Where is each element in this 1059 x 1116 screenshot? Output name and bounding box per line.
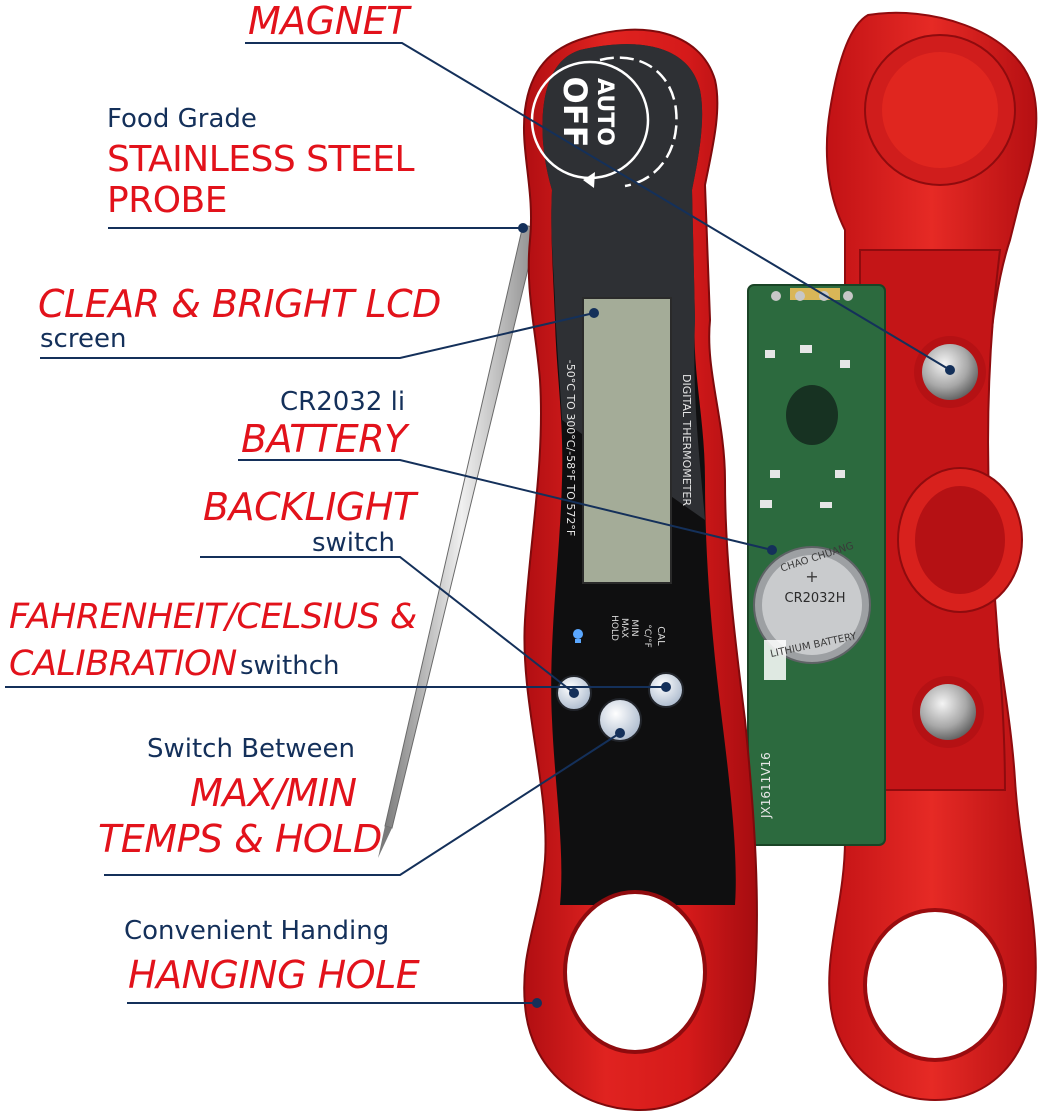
battery-label: BATTERY: [241, 417, 407, 461]
btn-label-min: MIN: [629, 619, 639, 636]
max-label-2: TEMPS & HOLD: [98, 817, 382, 861]
fc-label-2: CALIBRATION: [9, 644, 237, 684]
thermometer-body: AUTO OFF DIGITAL THERMOMETER -50°C TO 30…: [522, 28, 758, 1112]
auto-off-top: AUTO: [592, 78, 617, 146]
max-pre-label: Switch Between: [147, 734, 355, 764]
backlight-label: BACKLIGHT: [203, 485, 416, 529]
bulb-icon: [573, 629, 583, 643]
battery-pre-label: CR2032 li: [280, 387, 406, 417]
backlight-sub-label: switch: [312, 528, 396, 558]
probe-pre-label: Food Grade: [107, 104, 257, 134]
btn-label-cal: CAL: [655, 626, 666, 646]
fc-label-1: FAHRENHEIT/CELSIUS &: [9, 597, 417, 637]
max-min-hold-button[interactable]: [598, 698, 642, 742]
board-id: JX1611V16: [759, 752, 773, 819]
max-label-1: MAX/MIN: [190, 771, 357, 815]
btn-label-hold: HOLD: [609, 615, 619, 641]
btn-label-max: MAX: [619, 618, 629, 638]
circuit-board: CHAO CHUANG + CR2032H LITHIUM BATTERY JX…: [747, 284, 886, 846]
auto-off-bottom: OFF: [556, 77, 594, 148]
lcd-screen: [582, 297, 672, 584]
leader-dots: [518, 223, 955, 1008]
lcd-label: CLEAR & BRIGHT LCD: [38, 282, 441, 326]
btn-label-unit: °C/°F: [642, 624, 652, 648]
hanging-hole: [563, 890, 707, 1054]
lcd-sub-label: screen: [40, 324, 127, 354]
magnet-bottom: [920, 684, 976, 740]
battery-model: CR2032H: [785, 591, 846, 606]
hang-pre-label: Convenient Handing: [124, 916, 390, 946]
hang-label: HANGING HOLE: [128, 953, 420, 997]
fc-sub-label: swithch: [240, 651, 340, 681]
probe-label-1: STAINLESS STEEL: [107, 139, 415, 180]
leader-lines: [5, 42, 951, 1004]
model-text: DIGITAL THERMOMETER: [680, 374, 693, 506]
magnet-label: MAGNET: [248, 0, 409, 43]
range-text: -50°C TO 300°C/-58°F TO 572°F: [564, 360, 577, 536]
probe-label-2: PROBE: [107, 180, 228, 221]
battery-plus: +: [805, 567, 818, 586]
